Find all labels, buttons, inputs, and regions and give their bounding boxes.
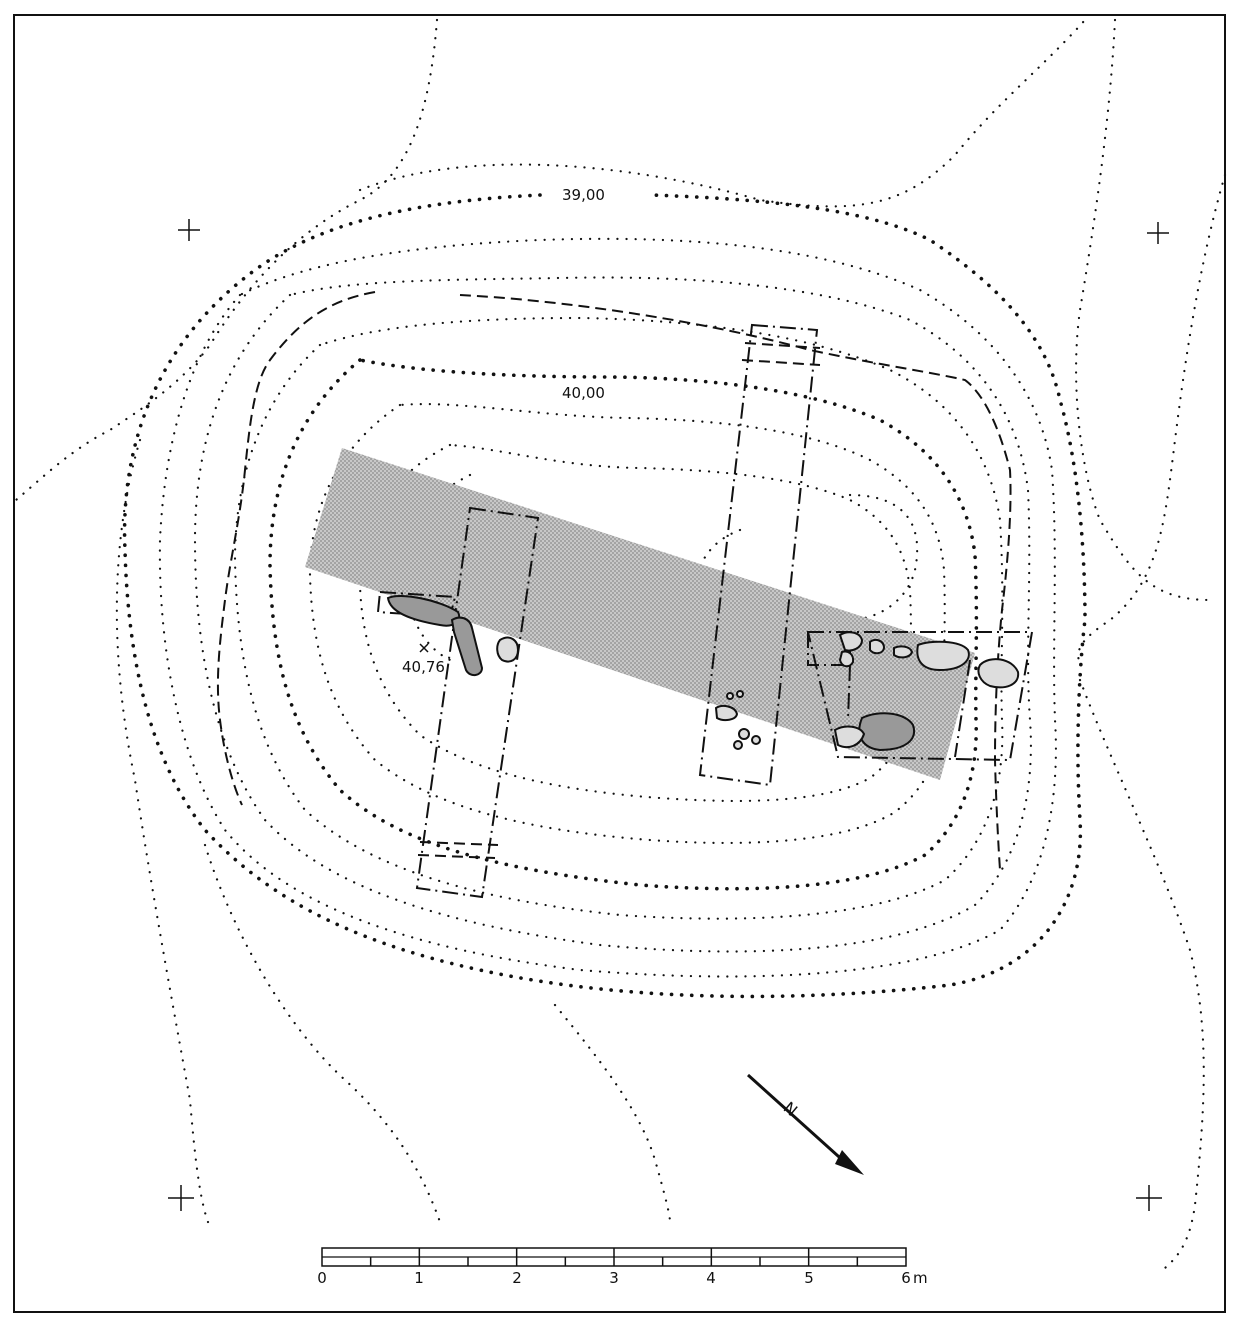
contour-39-00 xyxy=(122,193,1087,999)
contour-40-00 xyxy=(268,358,979,891)
contour-39-60 xyxy=(233,316,1004,920)
baulk-south-2 xyxy=(417,854,496,859)
contour-outer-top xyxy=(358,18,1087,208)
grid-cross-nw xyxy=(178,219,200,241)
baulk-north-2 xyxy=(741,359,821,366)
grid-cross-ne xyxy=(1147,222,1169,244)
contour-left-lower xyxy=(115,438,210,1224)
spot-height-marker xyxy=(419,643,429,653)
scale-tick-2: 2 xyxy=(512,1269,522,1287)
trench-southeast-divider xyxy=(954,659,971,758)
stone-pebble-1 xyxy=(738,728,750,740)
baulk-south-1 xyxy=(419,841,499,846)
trench-southeast xyxy=(806,631,1034,762)
stone-round-e xyxy=(977,658,1020,689)
scale-tick-6: 6 xyxy=(901,1269,911,1287)
stone-large-ne xyxy=(916,640,970,672)
contour-39-20 xyxy=(158,237,1058,978)
grid-crosses xyxy=(168,219,1169,1211)
label-mask-40 xyxy=(558,382,610,402)
shaded-trench xyxy=(305,448,975,780)
north-arrow-head xyxy=(835,1150,864,1175)
stone-large-se xyxy=(858,712,916,752)
scale-bar: 0 1 2 3 4 5 6 m xyxy=(317,1247,928,1287)
north-label: N xyxy=(780,1098,801,1120)
contour-right-hook xyxy=(1077,173,1227,667)
scale-tick-5: 5 xyxy=(804,1269,814,1287)
stone-small-1 xyxy=(869,639,886,655)
contour-bottom-left xyxy=(203,843,442,1224)
stone-cluster-1 xyxy=(714,705,739,722)
scale-tick-1: 1 xyxy=(414,1269,424,1287)
label-mask-39 xyxy=(558,184,610,204)
stones xyxy=(386,594,1020,752)
scale-tick-4: 4 xyxy=(706,1269,716,1287)
contour-label-39: 39,00 xyxy=(562,186,605,204)
baulk-lines xyxy=(417,342,821,859)
contour-outer-right xyxy=(1074,18,1212,602)
contour-outer-left xyxy=(14,18,439,502)
trench-southeast-baulk xyxy=(847,664,851,721)
trench-west xyxy=(415,506,540,899)
scale-tick-3: 3 xyxy=(609,1269,619,1287)
grid-cross-se xyxy=(1136,1185,1162,1211)
trench-east xyxy=(698,323,819,787)
contour-right-lower xyxy=(1078,678,1205,1270)
stone-standing xyxy=(450,616,484,676)
contour-40-20 xyxy=(308,402,946,845)
stone-pair-1 xyxy=(838,631,864,652)
scale-tick-0: 0 xyxy=(317,1269,327,1287)
scale-unit: m xyxy=(913,1269,928,1287)
stone-small-west xyxy=(496,636,520,663)
spot-height-label: 40,76 xyxy=(402,658,445,676)
stone-pebble-3 xyxy=(733,740,743,750)
contour-bottom-mid xyxy=(553,1003,672,1224)
contour-40-60-north xyxy=(818,493,919,622)
contour-label-40: 40,00 xyxy=(562,384,605,402)
stone-pair-2 xyxy=(838,650,855,668)
scale-bar-divisions xyxy=(369,1248,859,1266)
stone-pebble-5 xyxy=(736,690,744,698)
grid-cross-sw xyxy=(168,1185,194,1211)
contour-40-40 xyxy=(358,443,913,803)
stone-wedge-se xyxy=(833,725,866,749)
baulk-north-1 xyxy=(744,342,821,349)
stone-pebble-2 xyxy=(751,735,761,745)
stone-small-2 xyxy=(893,645,914,659)
stone-pebble-4 xyxy=(726,692,734,700)
map-frame xyxy=(13,14,1226,1313)
north-arrow xyxy=(746,1073,864,1175)
mound-boundary xyxy=(216,291,1012,871)
